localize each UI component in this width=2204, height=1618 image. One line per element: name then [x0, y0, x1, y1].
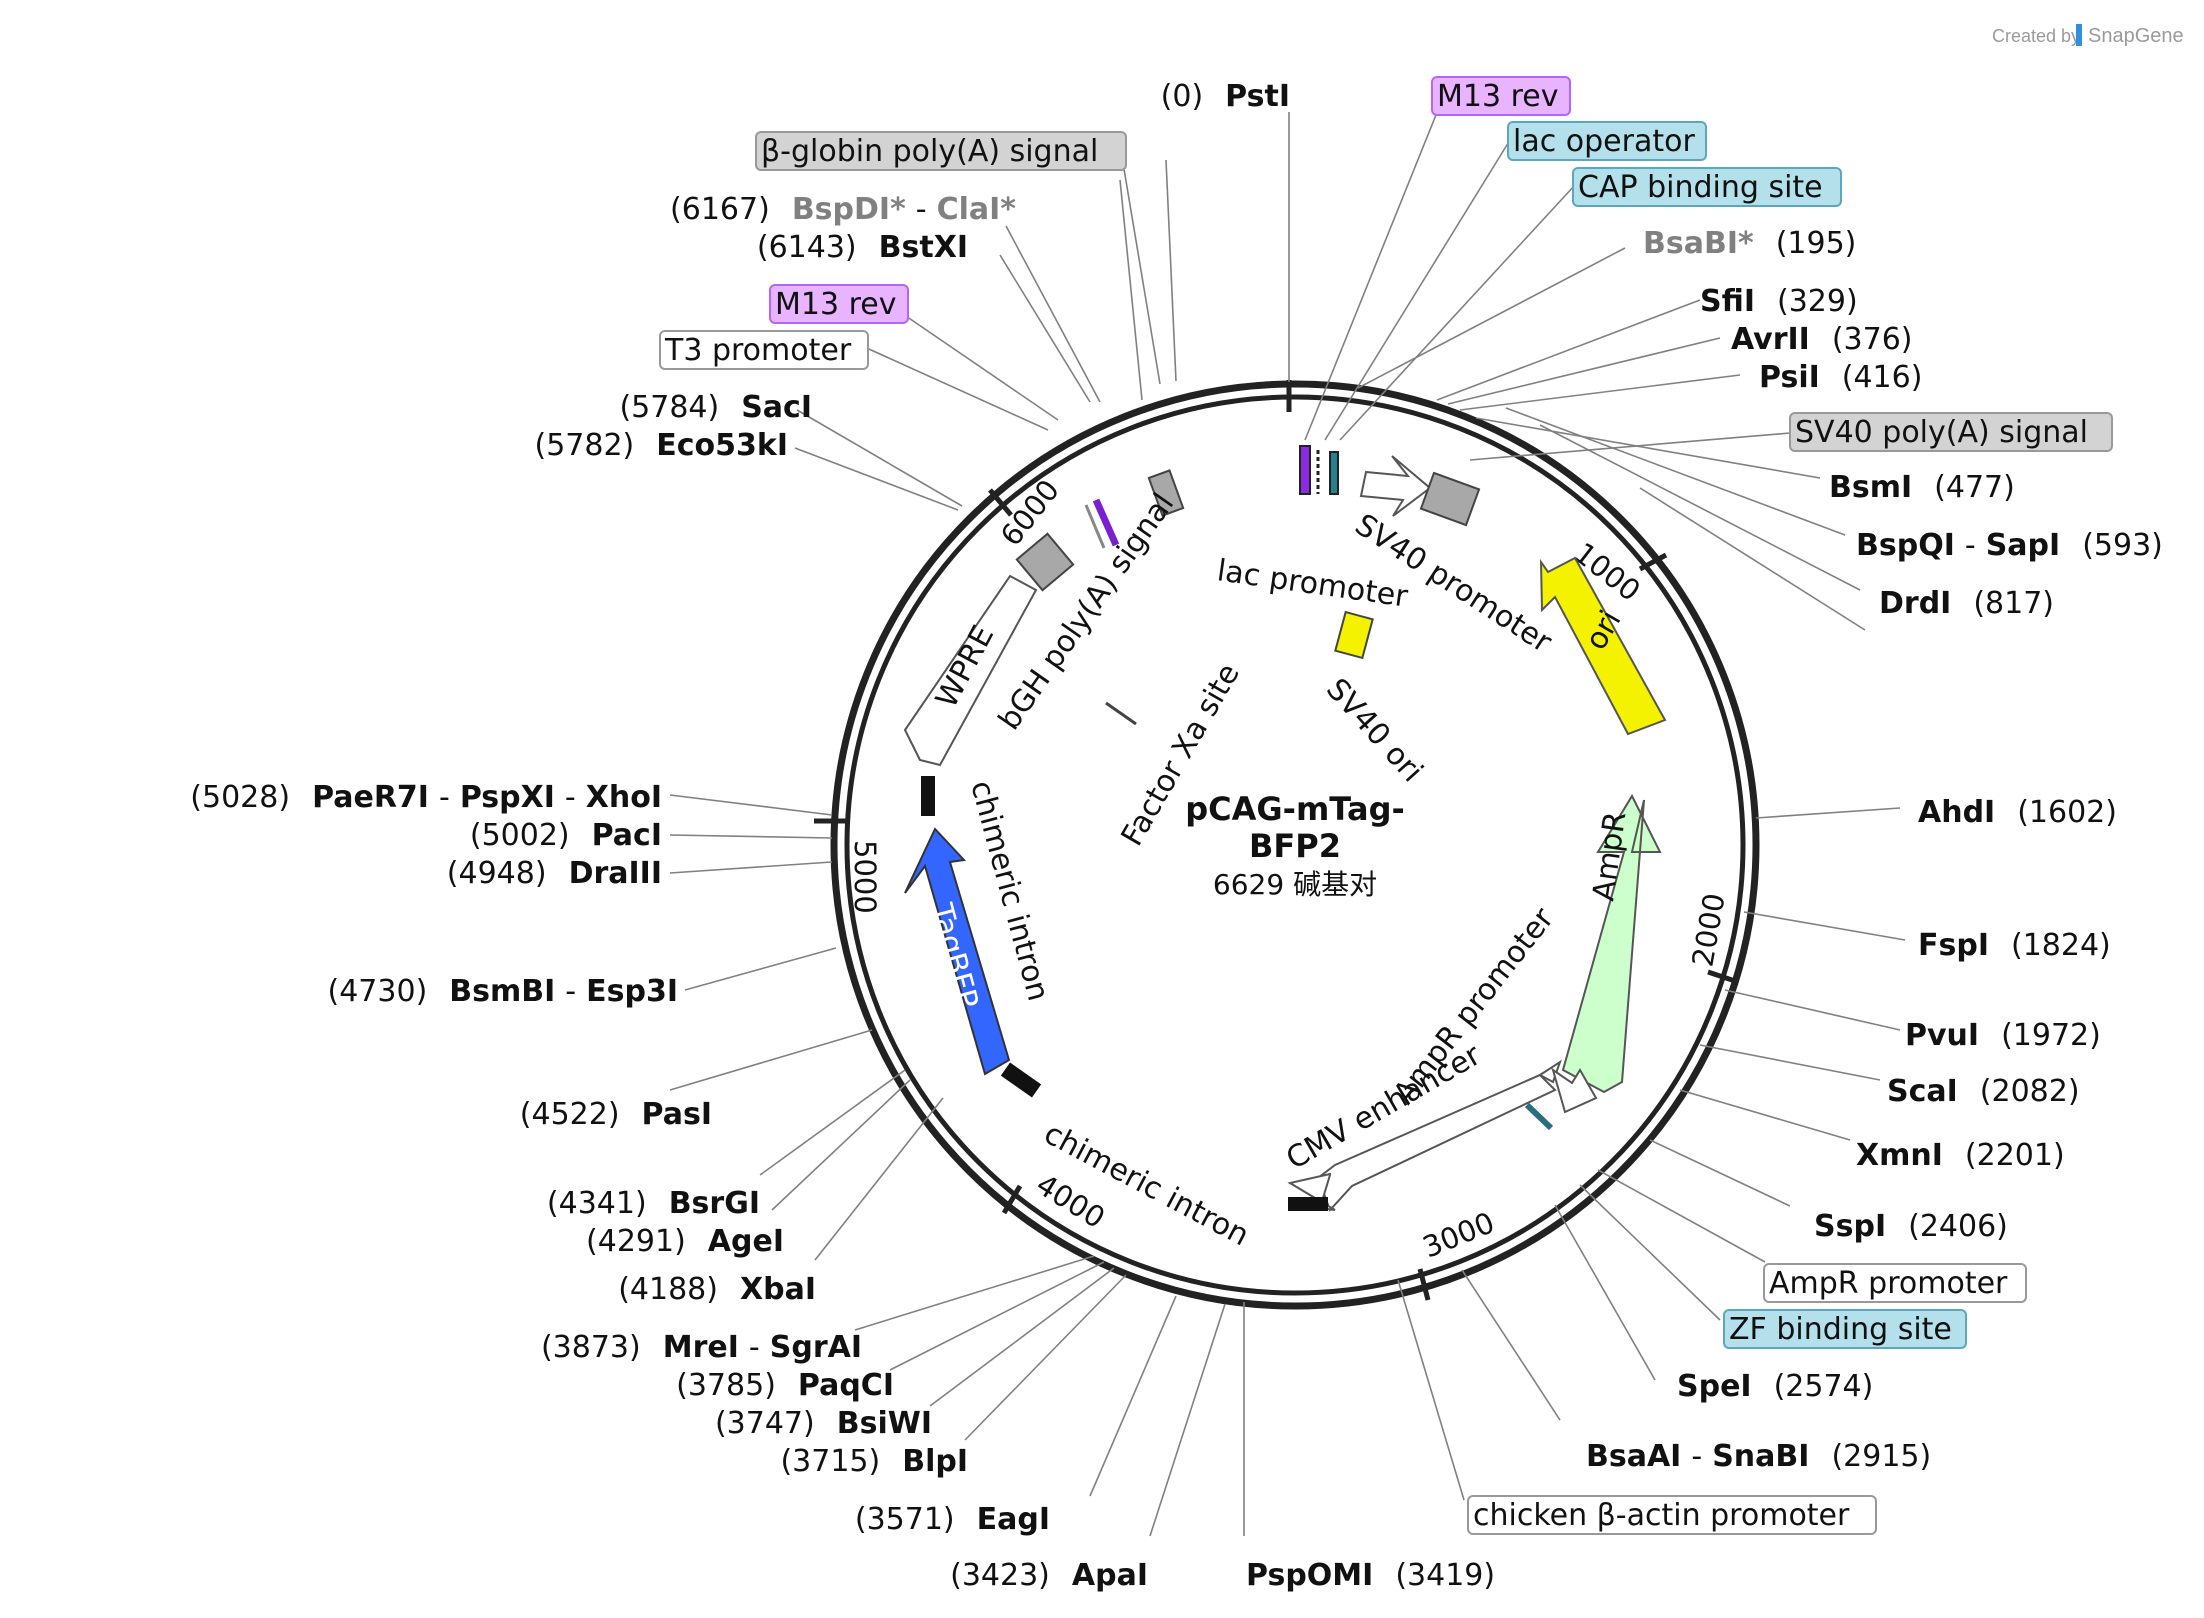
- enzyme-bsmbi-esp3i[interactable]: (4730)BsmBI-Esp3I: [328, 974, 678, 1009]
- tagbfp-feature[interactable]: [904, 827, 1011, 1076]
- sv40-polya-feature[interactable]: [1419, 471, 1481, 527]
- enzyme-pvui[interactable]: PvuI(1972): [1905, 1018, 2101, 1053]
- enzyme-xbai[interactable]: (4188)XbaI: [618, 1272, 816, 1307]
- m13rev-top-box[interactable]: M13 rev: [1431, 76, 1571, 116]
- tick-2000: 2000: [1685, 891, 1731, 970]
- wpre-feature[interactable]: [903, 574, 1038, 767]
- enzyme-ahdi[interactable]: AhdI(1602): [1918, 795, 2117, 830]
- sv40-ori-feature[interactable]: [1334, 610, 1374, 660]
- enzyme-eco53ki[interactable]: (5782)Eco53kI: [534, 428, 788, 463]
- beta-globin-box[interactable]: β-globin poly(A) signal: [755, 131, 1127, 171]
- enzyme-eagi[interactable]: (3571)EagI: [855, 1502, 1050, 1537]
- svg-text:SV40 poly(A) signal: SV40 poly(A) signal: [1795, 415, 2088, 450]
- svg-text:M13 rev: M13 rev: [1437, 79, 1558, 114]
- lac-operator-feature[interactable]: [1329, 451, 1339, 495]
- svg-text:β-globin poly(A) signal: β-globin poly(A) signal: [761, 134, 1098, 169]
- ampr-promoter-box[interactable]: AmpR promoter: [1763, 1263, 2027, 1303]
- enzyme-psii[interactable]: PsiI(416): [1759, 360, 1922, 395]
- enzyme-bspqi-sapi[interactable]: BspQI-SapI(593): [1856, 528, 2163, 563]
- credit-brand: SnapGene: [2088, 25, 2184, 47]
- enzyme-bsiwi[interactable]: (3747)BsiWI: [715, 1406, 932, 1441]
- enzyme-avrii[interactable]: AvrII(376): [1731, 322, 1913, 357]
- enzyme-bsabi[interactable]: BsaBI*(195): [1643, 226, 1856, 261]
- enzyme-scai[interactable]: ScaI(2082): [1887, 1074, 2080, 1109]
- lac-promoter-feature[interactable]: [1359, 455, 1432, 517]
- sv40-polya-box[interactable]: SV40 poly(A) signal: [1789, 412, 2113, 452]
- chimeric-intron-left-bar: [921, 776, 935, 816]
- enzyme-bsmi[interactable]: BsmI(477): [1829, 470, 2015, 505]
- plasmid-name-line2: BFP2: [1249, 827, 1341, 865]
- label-sv40-ori: SV40 ori: [1319, 672, 1430, 789]
- ampr-promoter-feature[interactable]: [1551, 1067, 1598, 1114]
- enzyme-bspdi-clai[interactable]: (6167)BspDI*-ClaI*: [670, 192, 1016, 227]
- enzyme-pasi[interactable]: (4522)PasI: [520, 1097, 712, 1132]
- backbone-outer: [830, 380, 1760, 1310]
- svg-text:CAP binding site: CAP binding site: [1578, 170, 1823, 205]
- svg-text:T3 promoter: T3 promoter: [664, 333, 852, 368]
- leader-lines: [669, 104, 1906, 1537]
- enzyme-mrei-sgrai[interactable]: (3873)MreI-SgrAI: [541, 1330, 862, 1365]
- enzyme-drdi[interactable]: DrdI(817): [1879, 586, 2054, 621]
- enzyme-bsaai-snabi[interactable]: BsaAI-SnaBI(2915): [1586, 1439, 1931, 1474]
- backbone-inner: [844, 394, 1746, 1296]
- enzyme-paqci[interactable]: (3785)PaqCI: [676, 1368, 894, 1403]
- enzyme-paci[interactable]: (5002)PacI: [470, 818, 662, 853]
- enzyme-sfii[interactable]: SfiI(329): [1700, 284, 1858, 319]
- lac-operator-box[interactable]: lac operator: [1507, 121, 1707, 161]
- svg-text:lac operator: lac operator: [1513, 124, 1695, 159]
- chicken-actin-box[interactable]: chicken β-actin promoter: [1467, 1495, 1877, 1535]
- m13rev-feature[interactable]: [1299, 445, 1311, 495]
- label-lac-promoter: lac promoter: [1215, 553, 1411, 614]
- snapgene-logo-icon: [2076, 24, 2082, 46]
- enzyme-agei[interactable]: (4291)AgeI: [586, 1224, 784, 1259]
- svg-text:ZF binding site: ZF binding site: [1729, 1312, 1952, 1347]
- ori-feature[interactable]: [1539, 556, 1667, 736]
- enzyme-saci[interactable]: (5784)SacI: [619, 390, 812, 425]
- enzyme-bstxi[interactable]: (6143)BstXI: [757, 230, 968, 265]
- cap-binding-box[interactable]: CAP binding site: [1572, 167, 1842, 207]
- enzyme-blpi[interactable]: (3715)BlpI: [780, 1444, 968, 1479]
- svg-text:AmpR promoter: AmpR promoter: [1769, 1266, 2008, 1301]
- t3-promoter-box[interactable]: T3 promoter: [659, 330, 869, 370]
- enzyme-sspi[interactable]: SspI(2406): [1814, 1209, 2008, 1244]
- enzyme-spei[interactable]: SpeI(2574): [1677, 1369, 1873, 1404]
- m13rev-left-box[interactable]: M13 rev: [769, 284, 909, 324]
- enzyme-xmni[interactable]: XmnI(2201): [1856, 1138, 2065, 1173]
- enzyme-pspomi[interactable]: PspOMI(3419): [1246, 1558, 1495, 1593]
- plasmid-size: 6629 碱基对: [1213, 868, 1377, 901]
- tick-marks: [814, 380, 1739, 1301]
- credit-prefix: Created by: [1992, 26, 2080, 46]
- svg-text:chicken β-actin promoter: chicken β-actin promoter: [1473, 1498, 1850, 1533]
- bgh-polya-feature[interactable]: [1015, 532, 1075, 592]
- enzyme-fspi[interactable]: FspI(1824): [1918, 928, 2111, 963]
- tick-3000: 3000: [1418, 1205, 1499, 1264]
- zf-binding-box[interactable]: ZF binding site: [1723, 1309, 1967, 1349]
- tick-5000: 5000: [848, 840, 882, 914]
- factor-xa-feature[interactable]: [1105, 701, 1137, 726]
- enzyme-bsrgi[interactable]: (4341)BsrGI: [547, 1186, 760, 1221]
- beta-globin-feature[interactable]: [1147, 469, 1185, 517]
- enzyme-psti[interactable]: (0)PstI: [1161, 79, 1290, 114]
- enzyme-apai[interactable]: (3423)ApaI: [950, 1558, 1148, 1593]
- svg-text:M13 rev: M13 rev: [775, 287, 896, 322]
- enzyme-paer7i-pspxi-xhoi[interactable]: (5028)PaeR7I-PspXI-XhoI: [190, 780, 662, 815]
- plasmid-name-line1: pCAG-mTag-: [1185, 790, 1405, 828]
- chimeric-intron-bottom-bar: [1288, 1197, 1328, 1211]
- m13rev-left-feature[interactable]: [1092, 498, 1120, 547]
- enzyme-draiii[interactable]: (4948)DraIII: [447, 856, 662, 891]
